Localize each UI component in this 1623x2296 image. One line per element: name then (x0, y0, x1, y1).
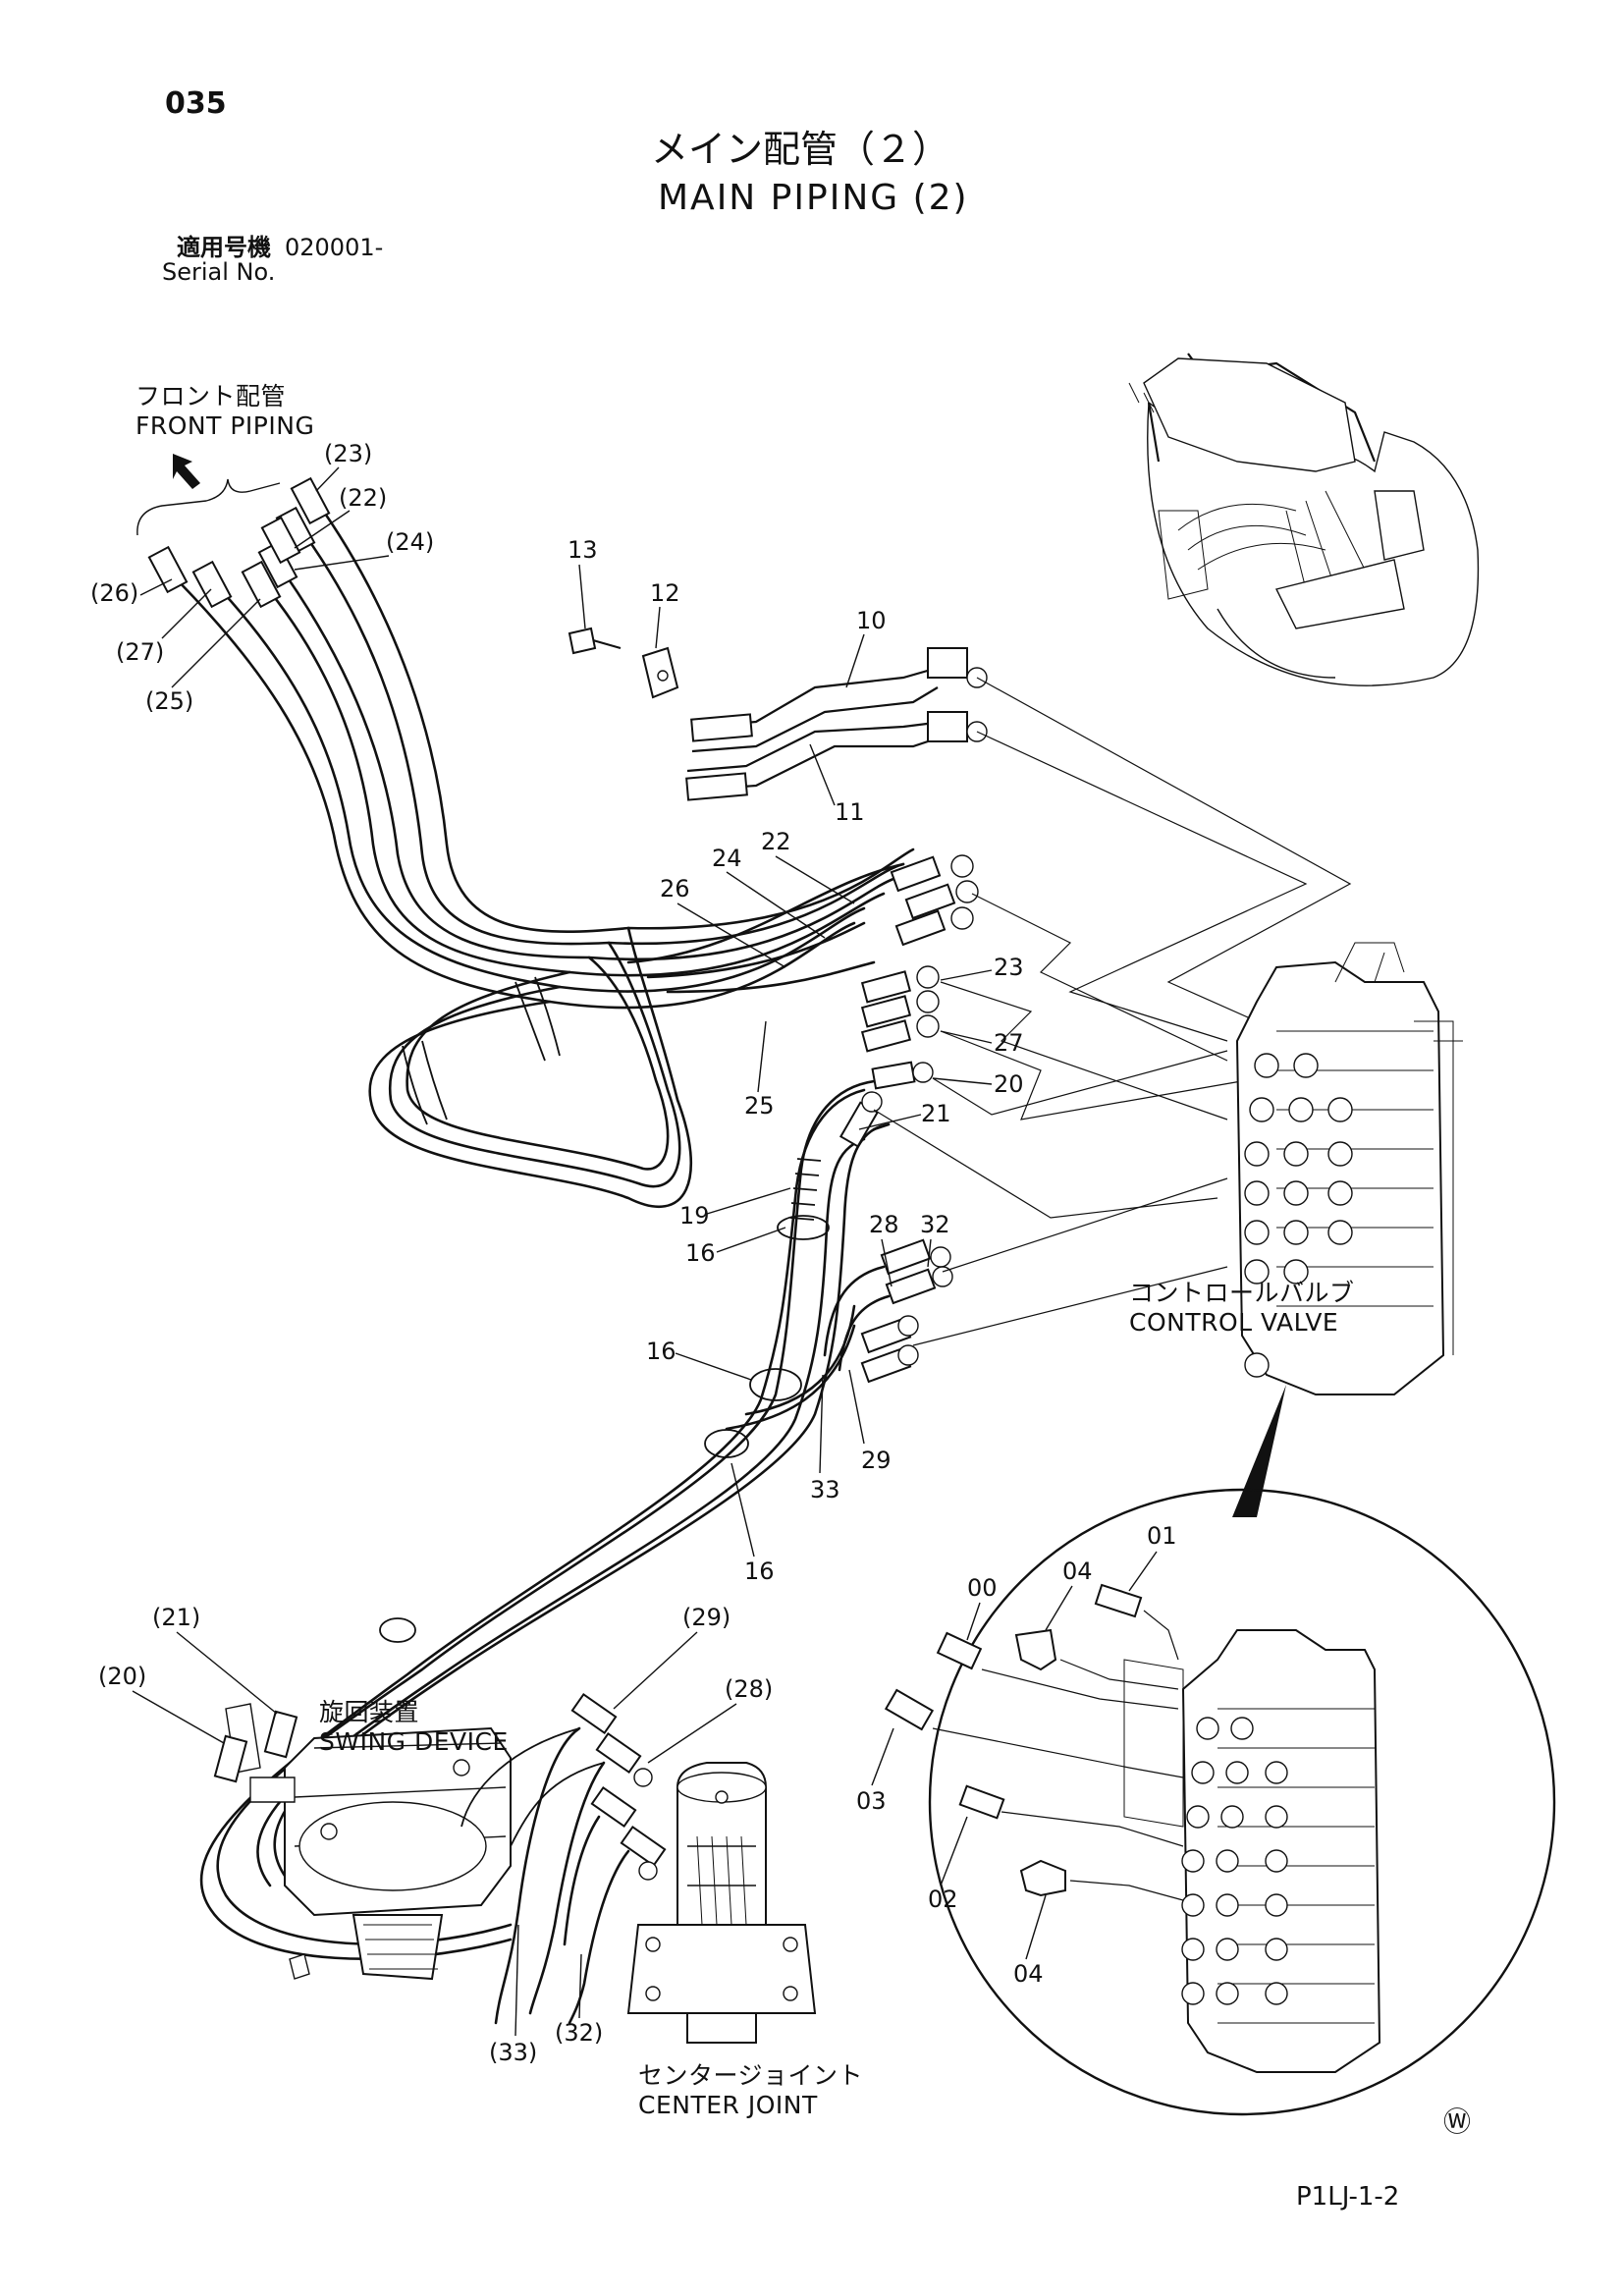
control-valve-label-en: CONTROL VALVE (1129, 1308, 1338, 1337)
callout-detail-03: 03 (856, 1787, 887, 1815)
callout-16-c: 16 (744, 1558, 775, 1585)
callout-cj-33: (33) (489, 2039, 537, 2066)
front-piping-label-jp: フロント配管 (135, 382, 286, 410)
callout-cj-32: (32) (555, 2019, 603, 2047)
control-valve-label-jp: コントロールバルブ (1129, 1279, 1355, 1307)
steel-pipes-10-11 (685, 647, 988, 801)
page-number: 035 (165, 86, 227, 121)
fittings-28-29-32-33 (823, 1238, 953, 1384)
center-joint-hoses (460, 1726, 630, 2025)
bracket-12 (641, 646, 679, 699)
callout-28: 28 (869, 1211, 899, 1238)
callout-32: 32 (920, 1211, 950, 1238)
swing-device (225, 1703, 512, 1981)
callout-cj-29: (29) (682, 1604, 730, 1631)
serial-value: 020001- (285, 234, 383, 261)
callout-13: 13 (568, 536, 598, 564)
valve-side-hose-fittings (860, 854, 979, 1053)
callout-detail-04-b: 04 (1013, 1960, 1044, 1988)
callout-swing-21: (21) (152, 1604, 200, 1631)
serial-label-jp: 適用号機 (177, 234, 271, 261)
callout-front-27: (27) (116, 638, 164, 666)
detail-pointer (1232, 1385, 1286, 1517)
swing-device-label-jp: 旋回装置 (319, 1698, 419, 1726)
front-piping-arrow-icon (173, 454, 200, 489)
callout-25: 25 (744, 1092, 775, 1120)
center-joint-label-jp: センタージョイント (638, 2061, 863, 2090)
callout-16-b: 16 (646, 1338, 676, 1365)
serial-label-en: Serial No. (162, 258, 275, 286)
callout-11: 11 (835, 798, 865, 826)
callout-16-a: 16 (685, 1239, 716, 1267)
title-en: MAIN PIPING (2) (658, 178, 969, 218)
callout-swing-20: (20) (98, 1663, 146, 1690)
machine-location-illustration (1128, 353, 1480, 686)
swing-device-label-en: SWING DEVICE (319, 1727, 509, 1756)
bolt-13 (568, 627, 622, 655)
title-jp: メイン配管（２） (651, 128, 949, 171)
callout-21: 21 (921, 1100, 951, 1127)
callout-detail-00: 00 (967, 1574, 998, 1602)
callout-22: 22 (761, 828, 791, 855)
callout-detail-04-a: 04 (1062, 1558, 1093, 1585)
page-code: P1LJ-1-2 (1296, 2182, 1399, 2212)
callout-10: 10 (856, 607, 887, 634)
callout-19: 19 (679, 1202, 710, 1230)
callout-cj-28: (28) (725, 1675, 773, 1703)
callout-12: 12 (650, 579, 680, 607)
control-valve-main (1235, 942, 1463, 1395)
front-hose-bundle (165, 489, 915, 1209)
callout-20: 20 (994, 1070, 1024, 1098)
callout-front-26: (26) (90, 579, 138, 607)
callout-detail-02: 02 (928, 1886, 958, 1913)
callout-detail-01: 01 (1147, 1522, 1177, 1550)
front-piping-label-en: FRONT PIPING (135, 411, 314, 440)
callout-front-24: (24) (386, 528, 434, 556)
center-joint-label-en: CENTER JOINT (638, 2091, 818, 2119)
w-mark-icon: Ⓦ (1443, 2105, 1471, 2138)
callout-front-23: (23) (324, 440, 372, 467)
center-joint-fittings (570, 1692, 667, 1881)
callout-26: 26 (660, 875, 690, 902)
callout-front-25: (25) (145, 687, 193, 715)
callout-29: 29 (861, 1447, 892, 1474)
callout-33: 33 (810, 1476, 840, 1503)
callout-23: 23 (994, 954, 1024, 981)
callout-24: 24 (712, 845, 742, 872)
fittings-20-21 (839, 1061, 934, 1148)
center-joint (626, 1762, 817, 2044)
callout-front-22: (22) (339, 484, 387, 512)
control-valve-detail (884, 1488, 1556, 2116)
routing-guide-lines (873, 677, 1352, 1346)
swing-fittings-20-21 (213, 1710, 298, 1783)
